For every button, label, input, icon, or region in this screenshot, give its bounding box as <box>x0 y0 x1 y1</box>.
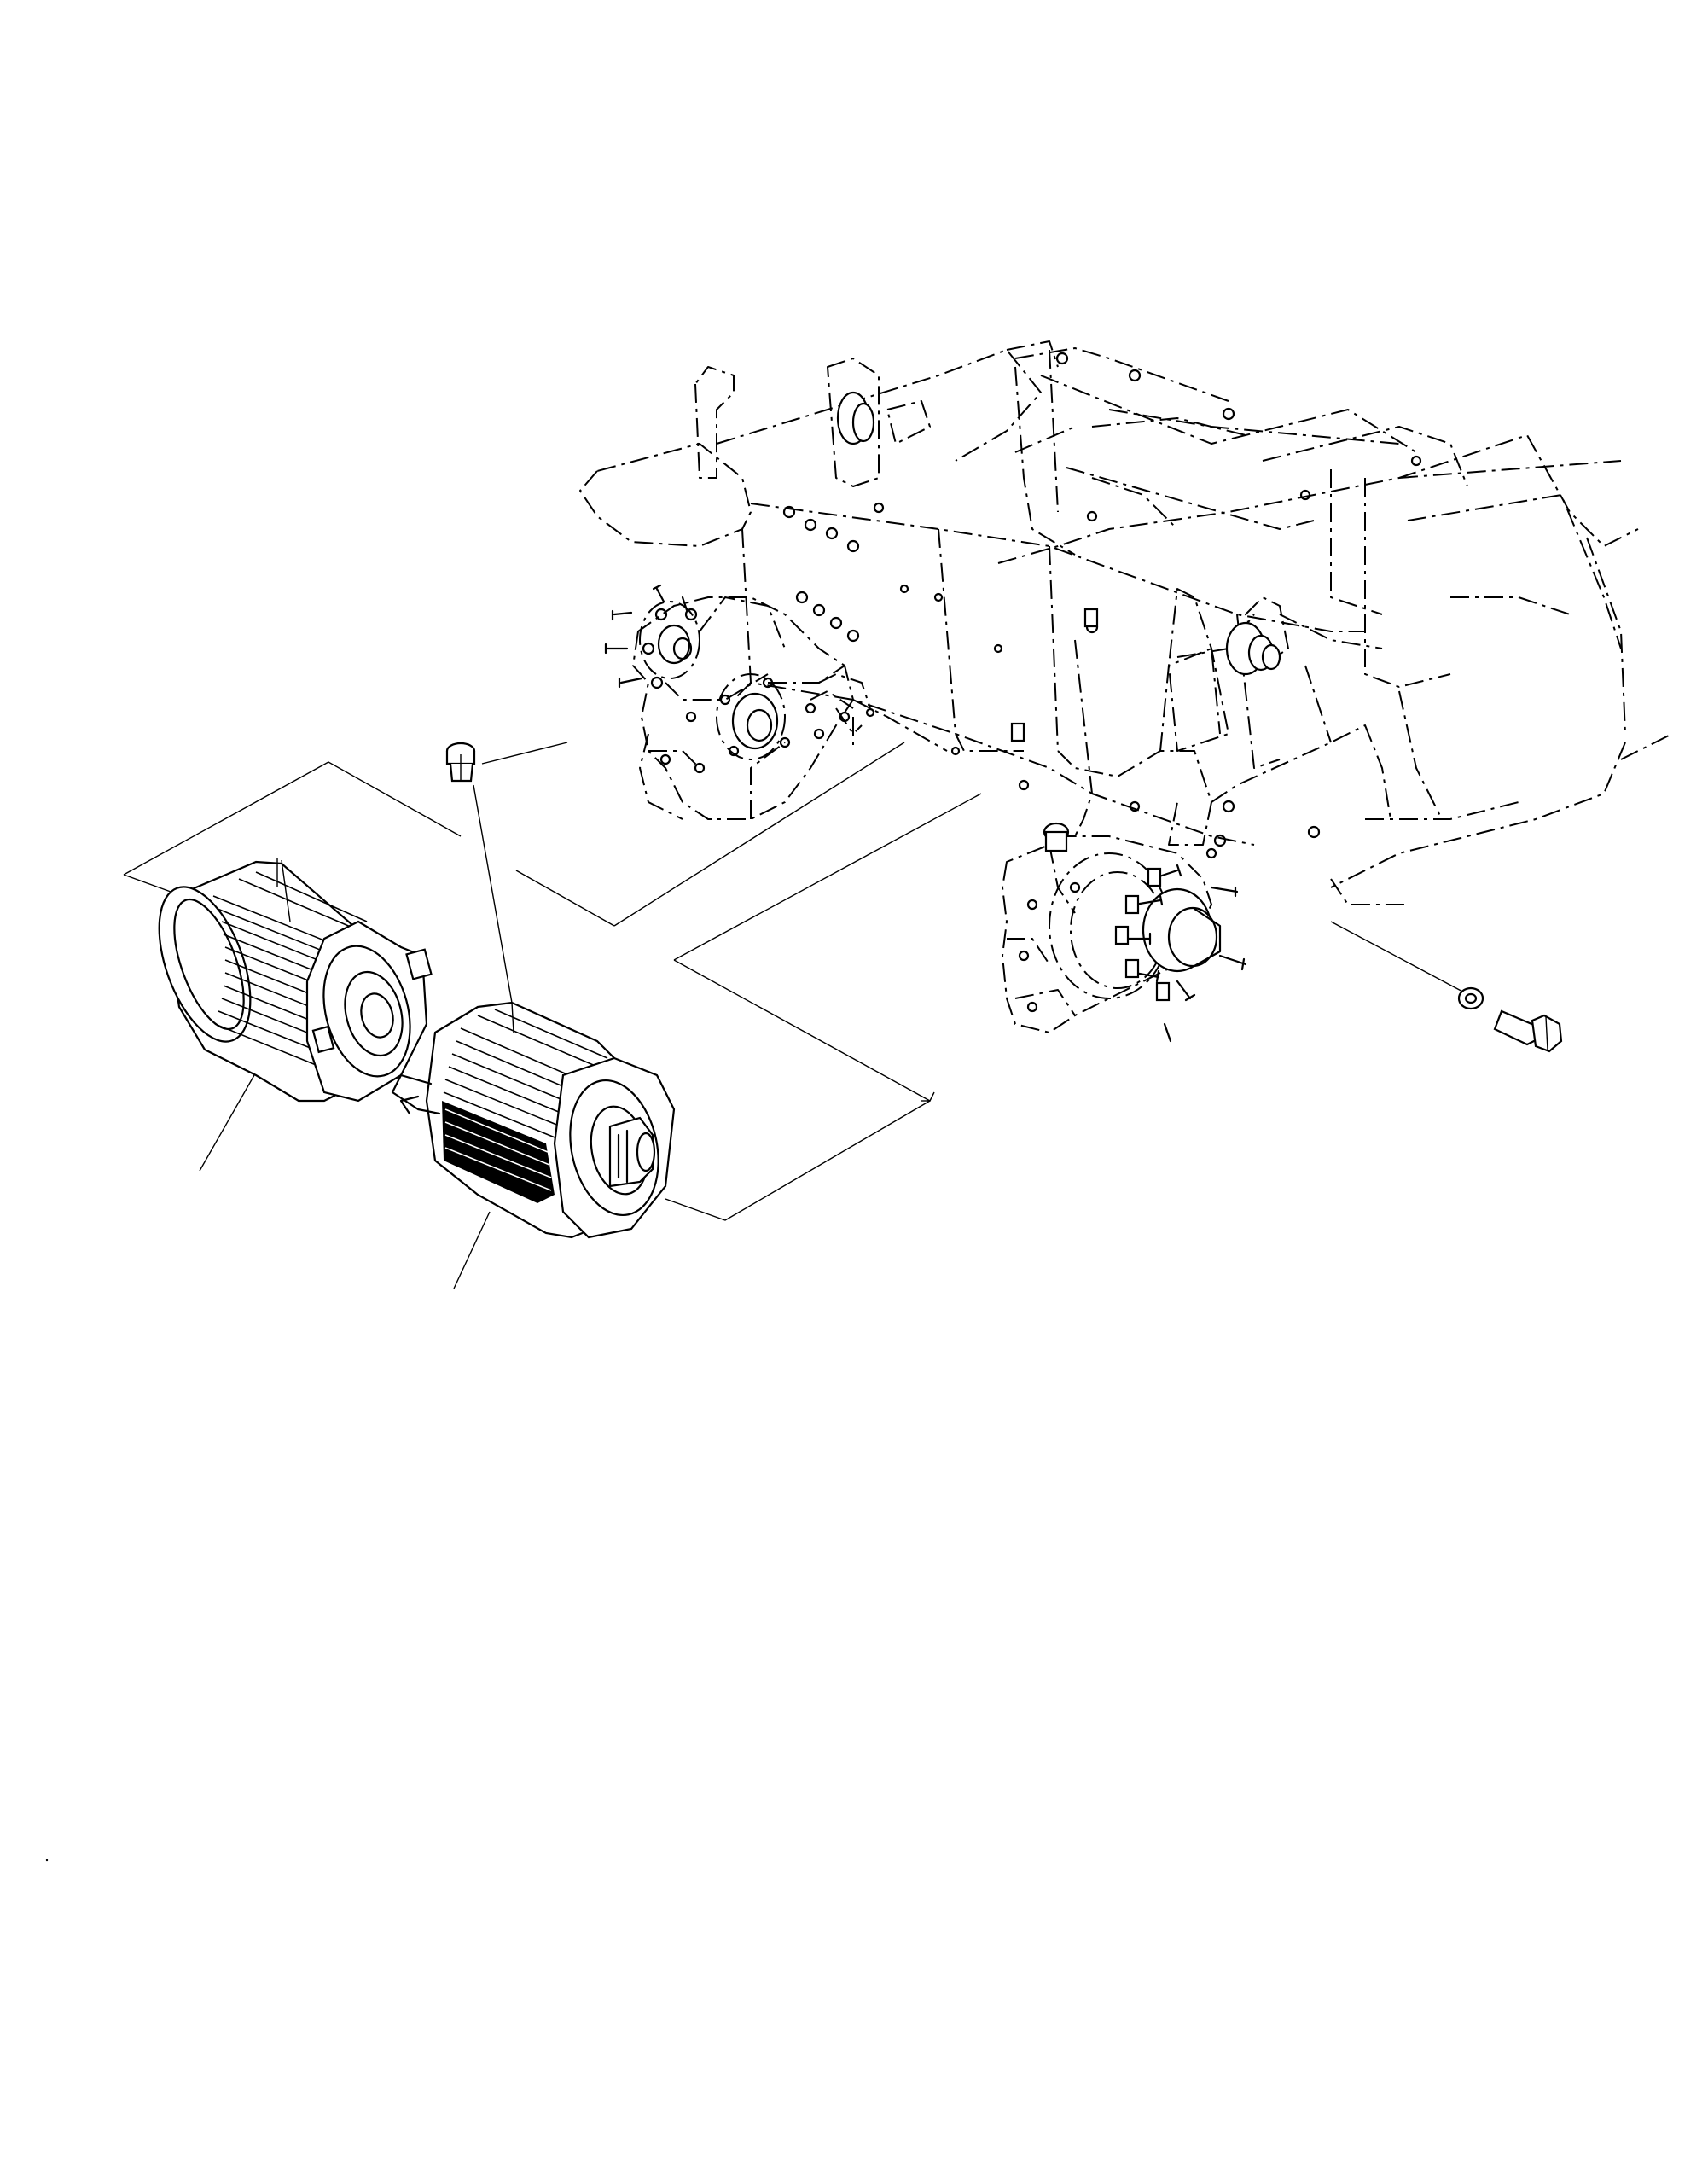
washer <box>1330 921 1484 1010</box>
front-axle-left <box>604 584 871 820</box>
front-axle-right <box>1002 822 1247 1043</box>
drive-motor-right <box>391 1001 676 1289</box>
plug-bolt <box>445 742 568 1004</box>
assembly-lines <box>123 742 982 1221</box>
frame-bolt-holes <box>782 352 1422 847</box>
hex-bolt <box>1493 1009 1563 1053</box>
drive-motor-left <box>158 859 433 1172</box>
frame-pivot-left <box>836 391 875 445</box>
frame-pivot-right <box>1225 621 1281 676</box>
page-speck <box>45 1859 49 1862</box>
chassis-frame <box>579 340 1673 905</box>
